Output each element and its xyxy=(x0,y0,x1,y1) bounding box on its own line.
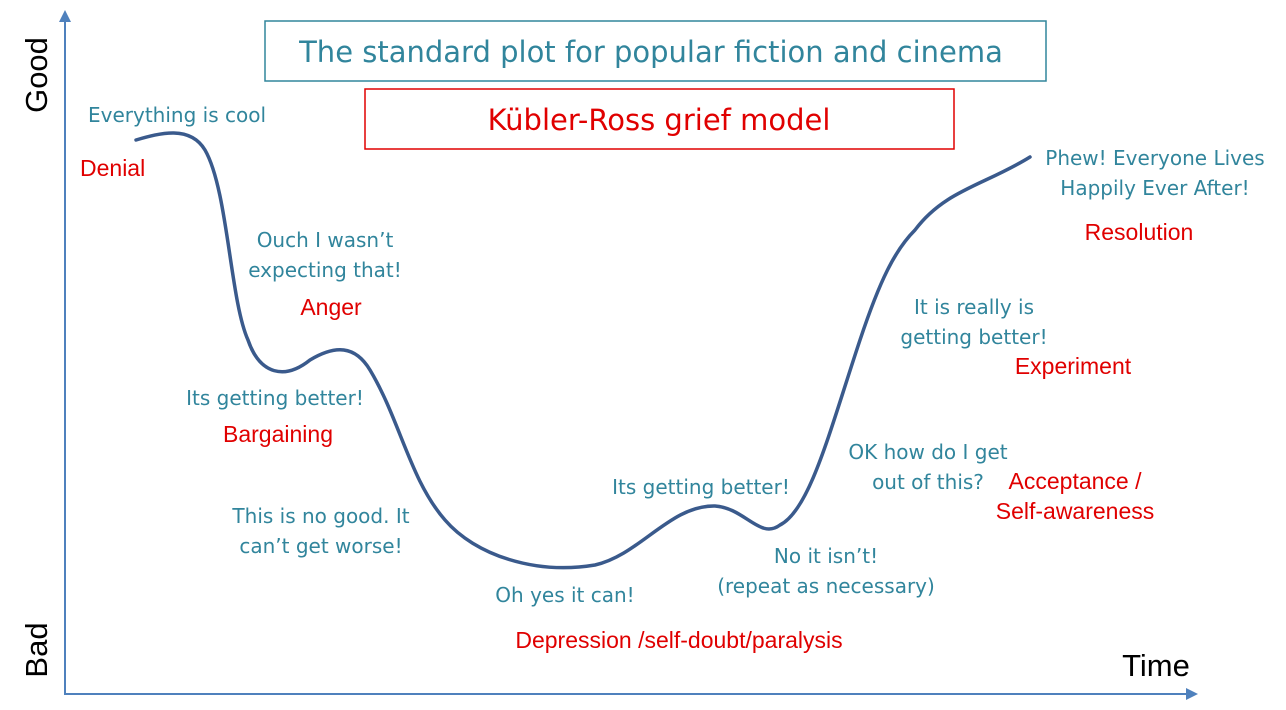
annotation-really-line-1: It is really is xyxy=(914,295,1034,319)
x-axis-arrowhead xyxy=(1186,688,1198,700)
y-axis-arrowhead xyxy=(59,10,71,22)
story-curve xyxy=(134,131,1032,570)
x-axis-label: Time xyxy=(1122,648,1190,683)
annotation-no-isnt-line-2: (repeat as necessary) xyxy=(717,574,935,598)
annotation-ouch-line-1: Ouch I wasn’t xyxy=(257,228,394,252)
stage-denial: Denial xyxy=(80,155,145,181)
stage-resolution: Resolution xyxy=(1085,219,1194,245)
annotation-really-line-2: getting better! xyxy=(900,325,1047,349)
annotation-everything-cool: Everything is cool xyxy=(88,103,266,127)
annotation-ok-how-line-1: OK how do I get xyxy=(848,440,1007,464)
title-box xyxy=(264,20,1047,82)
y-axis-bottom-label: Bad xyxy=(19,622,54,677)
annotation-phew-line-2: Happily Ever After! xyxy=(1060,176,1249,200)
annotation-ouch-line-2: expecting that! xyxy=(248,258,402,282)
stage-bargaining: Bargaining xyxy=(223,421,333,447)
annotation-phew-line-1: Phew! Everyone Lives xyxy=(1045,146,1264,170)
stage-acceptance-line-1: Acceptance / xyxy=(1009,468,1143,494)
annotation-getting-better-1: Its getting better! xyxy=(186,386,364,410)
stage-acceptance-line-2: Self-awareness xyxy=(996,498,1155,524)
annotation-ok-how-line-2: out of this? xyxy=(872,470,984,494)
annotation-no-good-line-2: can’t get worse! xyxy=(239,534,402,558)
y-axis-top-label: Good xyxy=(19,37,54,113)
subtitle-box xyxy=(364,88,955,150)
annotation-getting-better-2: Its getting better! xyxy=(612,475,790,499)
annotation-no-good-line-1: This is no good. It xyxy=(231,504,409,528)
title-text: The standard plot for popular fiction an… xyxy=(298,35,1003,69)
subtitle-text: Kübler-Ross grief model xyxy=(488,103,831,137)
annotation-no-isnt-line-1: No it isn’t! xyxy=(774,544,878,568)
stage-anger: Anger xyxy=(300,294,362,320)
annotation-oh-yes: Oh yes it can! xyxy=(495,583,634,607)
stage-depression: Depression /self-doubt/paralysis xyxy=(515,627,842,653)
stage-experiment: Experiment xyxy=(1015,353,1132,379)
